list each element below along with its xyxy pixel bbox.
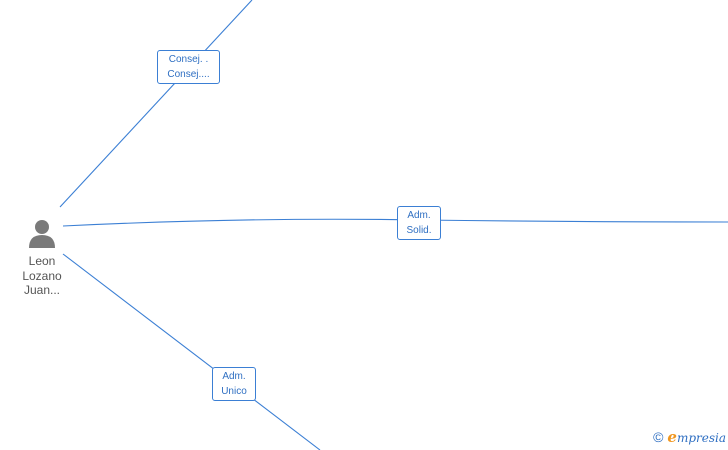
brand-logo: empresia	[667, 428, 726, 446]
person-name-line: Juan...	[23, 283, 61, 297]
copyright-watermark: © empresia	[653, 428, 726, 446]
relation-label-solid[interactable]: Adm. Solid.	[397, 206, 441, 240]
relation-label-line: Unico	[221, 386, 247, 397]
person-node[interactable]: Leon Lozano Juan...	[14, 218, 70, 298]
relation-label-line: Consej....	[167, 69, 210, 80]
person-name: Leon Lozano Juan...	[14, 254, 70, 298]
relation-label-unico[interactable]: Adm. Unico	[212, 367, 256, 401]
copyright-icon: ©	[653, 429, 664, 445]
relation-label-line: Solid.	[406, 225, 432, 236]
relation-label-line: Adm.	[407, 210, 431, 221]
relation-label-line: Adm.	[222, 371, 246, 382]
edge-consej[interactable]	[59, 0, 253, 208]
brand-initial: e	[667, 428, 677, 446]
person-name-line: Lozano	[22, 268, 62, 283]
edge-solid[interactable]	[62, 218, 728, 227]
person-icon	[29, 220, 55, 248]
relation-label-line: Consej. .	[168, 54, 209, 65]
edge-unico[interactable]	[62, 253, 321, 450]
person-name-line: Leon	[28, 254, 56, 268]
relation-label-consej[interactable]: Consej. . Consej....	[157, 50, 220, 84]
brand-name: mpresia	[676, 431, 726, 445]
